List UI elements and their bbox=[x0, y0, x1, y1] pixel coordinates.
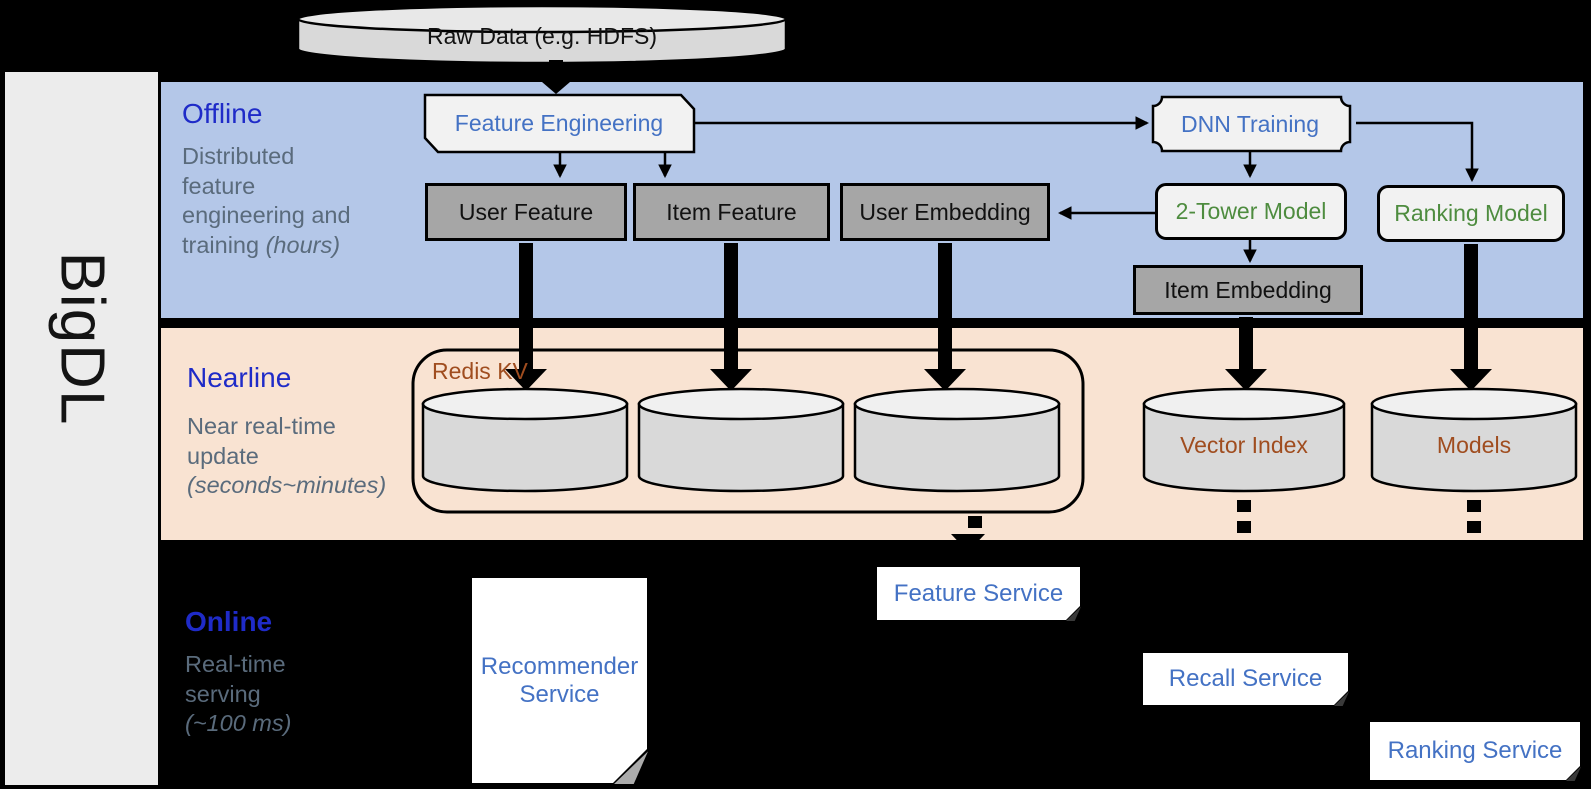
arrow-user-feature-to-kv bbox=[505, 243, 547, 391]
feature-engineering-label: Feature Engineering bbox=[454, 109, 664, 136]
ranking-service-label: Ranking Service bbox=[1387, 737, 1563, 764]
two-tower-model-node: 2-Tower Model bbox=[1155, 183, 1347, 240]
dashed-arrow-kv-to-feature-service bbox=[951, 516, 985, 552]
models-cylinder bbox=[1370, 387, 1578, 493]
nearline-desc-line3: (seconds~minutes) bbox=[187, 472, 387, 498]
raw-data-label: Raw Data (e.g. HDFS) bbox=[426, 22, 658, 49]
online-desc-line1: Real-time bbox=[185, 651, 286, 677]
bigdl-sidebar: BigDL bbox=[5, 72, 158, 785]
models-label: Models bbox=[1436, 431, 1512, 458]
offline-title: Offline bbox=[182, 98, 263, 129]
redis-kv-container bbox=[411, 348, 1085, 514]
kv-cylinder-1 bbox=[421, 387, 629, 493]
redis-kv-label: Redis KV bbox=[432, 358, 528, 384]
vector-index-cylinder bbox=[1142, 387, 1346, 493]
kv-cylinder-3 bbox=[853, 387, 1061, 493]
ranking-model-label: Ranking Model bbox=[1394, 200, 1548, 226]
two-tower-model-label: 2-Tower Model bbox=[1175, 198, 1327, 224]
item-feature-label: Item Feature bbox=[666, 198, 797, 225]
arrow-dnn-to-ranking-model bbox=[1356, 121, 1479, 183]
nearline-description: Near real-time update (seconds~minutes) bbox=[187, 412, 447, 501]
raw-data-cylinder bbox=[296, 4, 788, 65]
arrow-rawdata-to-feature-engineering bbox=[535, 60, 577, 94]
arrow-user-embedding-to-kv bbox=[924, 243, 966, 391]
offline-desc-line3: engineering and bbox=[182, 202, 351, 228]
ranking-model-node: Ranking Model bbox=[1377, 185, 1565, 242]
recall-service-label: Recall Service bbox=[1168, 665, 1323, 692]
ranking-service-card: Ranking Service bbox=[1370, 722, 1581, 781]
offline-desc-line1: Distributed bbox=[182, 143, 295, 169]
user-embedding-node: User Embedding bbox=[840, 183, 1050, 241]
dashed-connector-models bbox=[1467, 500, 1481, 533]
online-title: Online bbox=[185, 606, 273, 637]
dnn-training-label: DNN Training bbox=[1180, 110, 1320, 137]
offline-desc-line2: feature bbox=[182, 172, 256, 199]
dnn-training-shape bbox=[1151, 95, 1352, 153]
arrow-item-embedding-to-vector-index bbox=[1225, 317, 1267, 391]
recall-service-card: Recall Service bbox=[1143, 653, 1349, 706]
nearline-desc-line1: Near real-time bbox=[187, 413, 336, 439]
offline-desc-line4: training (hours) bbox=[182, 231, 341, 258]
arrow-item-feature-to-kv bbox=[710, 243, 752, 391]
feature-engineering-shape bbox=[423, 93, 696, 154]
item-feature-node: Item Feature bbox=[633, 183, 830, 241]
feature-service-label: Feature Service bbox=[893, 579, 1064, 607]
offline-description: Distributed feature engineering and trai… bbox=[182, 142, 432, 260]
dashed-connector-vector-index bbox=[1237, 500, 1251, 533]
arrow-ranking-model-to-models bbox=[1450, 244, 1492, 391]
feature-service-card: Feature Service bbox=[877, 567, 1081, 621]
online-desc-line2: serving bbox=[185, 680, 261, 707]
online-desc-line3: (~100 ms) bbox=[185, 710, 292, 736]
nearline-title: Nearline bbox=[187, 362, 292, 393]
recommender-service-label: Recommender Service bbox=[480, 652, 639, 708]
nearline-desc-line2: update bbox=[187, 442, 259, 469]
kv-cylinder-2 bbox=[637, 387, 845, 493]
user-feature-node: User Feature bbox=[425, 183, 627, 241]
recommender-service-card: Recommender Service bbox=[472, 578, 648, 784]
online-description: Real-time serving (~100 ms) bbox=[185, 650, 445, 739]
user-feature-label: User Feature bbox=[458, 198, 594, 225]
item-embedding-label: Item Embedding bbox=[1164, 276, 1332, 303]
vector-index-label: Vector Index bbox=[1180, 431, 1308, 458]
item-embedding-node: Item Embedding bbox=[1133, 265, 1363, 315]
user-embedding-label: User Embedding bbox=[859, 198, 1031, 225]
